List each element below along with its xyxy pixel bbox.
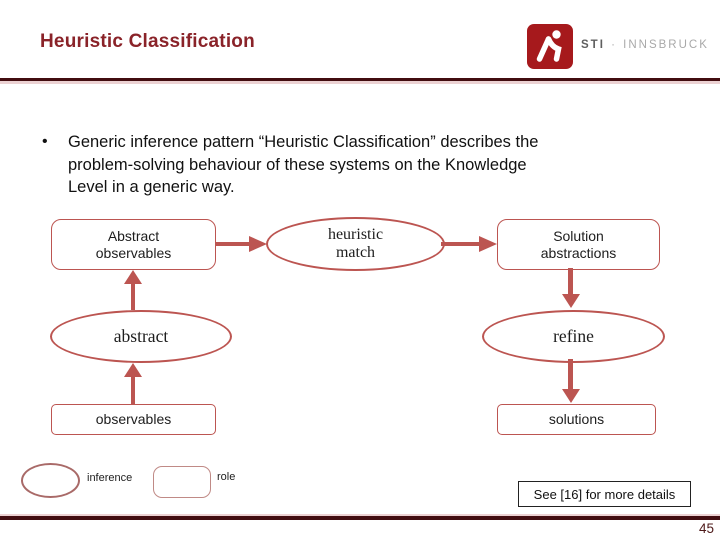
arrow-right-icon [479, 236, 497, 252]
logo-city-text: INNSBRUCK [623, 39, 709, 51]
logo-separator-dot: · [611, 39, 617, 51]
bullet-marker: • [42, 133, 48, 150]
arrow-match-left-shaft [215, 242, 249, 246]
legend-inference-label: inference [87, 472, 133, 484]
sti-logo-wordmark: STI · INNSBRUCK [581, 39, 709, 51]
arrow-up-icon [124, 270, 142, 284]
node-heuristic-match: heuristic match [266, 217, 445, 271]
bullet-line-2: problem-solving behaviour of these syste… [68, 155, 527, 174]
header-rule-dark [0, 78, 720, 81]
arrow-solutions-down-shaft [568, 359, 573, 390]
header-rule-light [0, 81, 720, 84]
bullet-line-1: Generic inference pattern “Heuristic Cla… [68, 133, 539, 151]
page-number: 45 [698, 521, 714, 536]
node-observables: observables [51, 404, 216, 435]
node-solutions: solutions [497, 404, 656, 435]
node-solution-abstractions: Solution abstractions [497, 219, 660, 270]
walking-figure-icon [536, 30, 562, 62]
arrow-match-right-shaft [441, 242, 479, 246]
legend-role-label: role [217, 471, 236, 483]
footer-rule-light [0, 514, 720, 516]
footer-rule-dark [0, 516, 720, 520]
legend-inference-ellipse [21, 463, 80, 498]
arrow-down-icon [562, 389, 580, 403]
arrow-up-icon [124, 363, 142, 377]
node-abstract-observables: Abstract observables [51, 219, 216, 270]
arrow-abstract-up-shaft [130, 283, 135, 310]
node-abstract: abstract [50, 310, 232, 363]
logo-org-text: STI [581, 39, 605, 51]
sti-logo-icon [527, 24, 573, 69]
bullet-line-3: Level in a generic way. [68, 178, 235, 196]
arrow-down-icon [562, 294, 580, 308]
arrow-observables-up-shaft [130, 376, 135, 404]
arrow-refine-down-shaft [568, 268, 573, 295]
reference-note-box: See [16] for more details [518, 481, 691, 507]
node-refine: refine [482, 310, 665, 363]
bullet-paragraph: Generic inference pattern “Heuristic Cla… [68, 131, 668, 199]
slide-title: Heuristic Classification [40, 31, 255, 52]
arrow-right-icon [249, 236, 267, 252]
legend-role-box [153, 466, 211, 498]
